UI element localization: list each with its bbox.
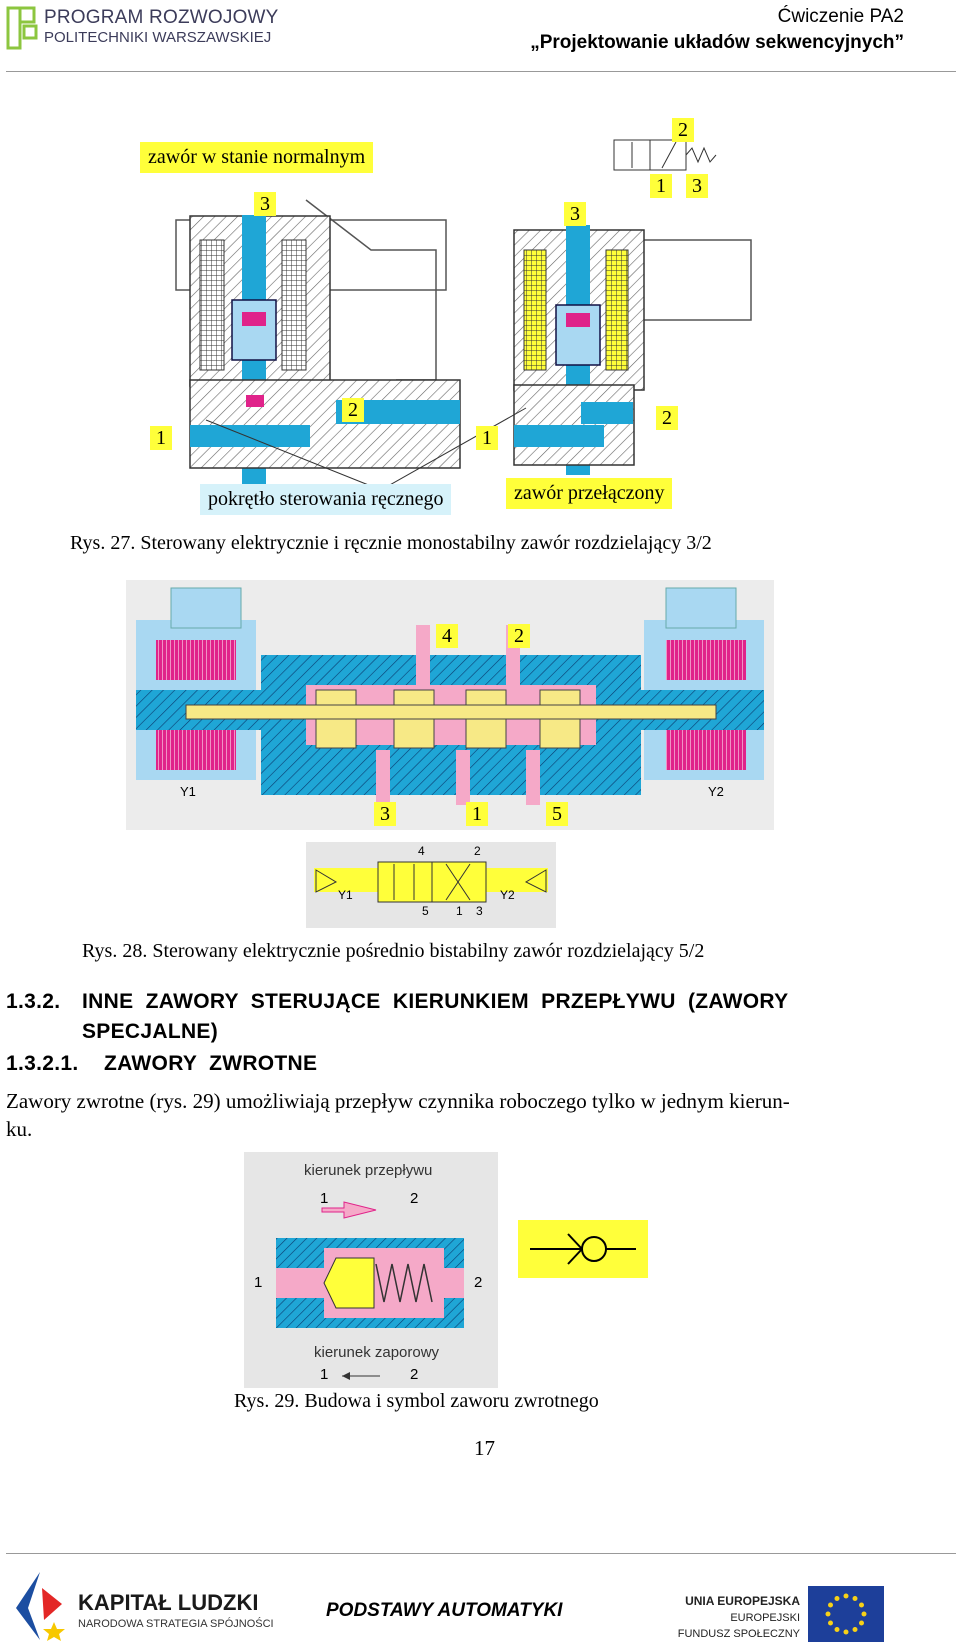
symbol-port-1b: 1 xyxy=(456,904,463,918)
port-1-right: 1 xyxy=(476,426,498,450)
page-number: 17 xyxy=(474,1436,495,1460)
port-5: 5 xyxy=(546,802,568,826)
label-manual-knob: pokrętło sterowania ręcznego xyxy=(200,484,452,515)
header-title: Ćwiczenie PA2 „Projektowanie układów sek… xyxy=(530,4,904,56)
valve-3-2-symbol xyxy=(613,139,717,171)
symbol-port-4: 4 xyxy=(418,844,425,858)
flow-direction-label: kierunek przepływu xyxy=(304,1162,433,1179)
kapital-ludzki-title: KAPITAŁ LUDZKI xyxy=(78,1590,259,1615)
label-switched-state: zawór przełączony xyxy=(506,478,673,509)
symbol-port-2b: 2 xyxy=(474,844,481,858)
footer-divider xyxy=(6,1553,956,1554)
section-heading-number: 1.3.2. xyxy=(6,990,61,1013)
port-2-check: 2 xyxy=(474,1274,483,1291)
body-paragraph-line1: Zawory zwrotne (rys. 29) umożliwiają prz… xyxy=(6,1089,790,1113)
kapital-ludzki-emblem-icon xyxy=(16,1572,65,1641)
eu-flag-icon xyxy=(808,1586,884,1642)
program-logo-text: PROGRAM ROZWOJOWY POLITECHNIKI WARSZAWSK… xyxy=(44,8,279,48)
port-1: 1 xyxy=(466,802,488,826)
valve-switched xyxy=(513,225,752,475)
eu-stars-icon xyxy=(825,1593,867,1635)
symbol-port-2: 2 xyxy=(672,118,694,142)
figure-29-construction: kierunek przepływu 1 2 1 2 kierunek zapo… xyxy=(244,1152,498,1388)
flow-to: 2 xyxy=(410,1190,419,1207)
valve-normal xyxy=(175,199,461,515)
program-logo xyxy=(6,4,256,56)
check-valve-drawing xyxy=(276,1201,464,1380)
coil-y1: Y1 xyxy=(180,784,196,799)
port-2-right: 2 xyxy=(656,406,678,430)
figure-27: zawór w stanie normalnym 3 2 1 3 2 1 2 1… xyxy=(136,80,766,530)
logo-line1: PROGRAM ROZWOJOWY xyxy=(44,7,279,28)
flow-from: 1 xyxy=(320,1190,329,1207)
caption-fig29: Rys. 29. Budowa i symbol zaworu zwrotneg… xyxy=(234,1390,599,1412)
solenoid-valve-5-2-drawing xyxy=(136,587,764,805)
figure-28: 4 2 3 1 5 Y1 Y2 xyxy=(126,580,774,830)
section-heading-line1: INNE ZAWORY STERUJĄCE KIERUNKIEM PRZEPŁY… xyxy=(82,990,789,1013)
subsection-number: 1.3.2.1. xyxy=(6,1052,79,1075)
port-3-right: 3 xyxy=(564,202,586,226)
symbol-port-1: 1 xyxy=(650,174,672,198)
valve-5-2-symbol-drawing xyxy=(314,861,548,903)
header-divider xyxy=(6,71,956,72)
check-valve-symbol xyxy=(518,1220,648,1278)
check-valve-symbol-drawing xyxy=(530,1233,636,1265)
eu-line1: UNIA EUROPEJSKA xyxy=(685,1594,800,1608)
eu-line2: EUROPEJSKI xyxy=(730,1612,800,1624)
port-1-left: 1 xyxy=(150,426,172,450)
subsection-title: ZAWORY ZWROTNE xyxy=(104,1052,318,1075)
symbol-port-3b: 3 xyxy=(476,904,483,918)
block-to: 2 xyxy=(410,1366,419,1383)
eu-line3: FUNDUSZ SPOŁECZNY xyxy=(677,1628,800,1640)
caption-fig27: Rys. 27. Sterowany elektrycznie i ręczni… xyxy=(70,532,712,554)
symbol-port-5: 5 xyxy=(422,904,429,918)
body-paragraph-line2: ku. xyxy=(6,1117,33,1141)
solenoid-valve-3-2-drawing xyxy=(175,139,752,515)
exercise-label: Ćwiczenie PA2 xyxy=(777,6,904,27)
section-heading-line2: SPECJALNE) xyxy=(82,1020,219,1043)
valve-5-2-symbol: 4 2 5 1 3 Y1 Y2 xyxy=(306,842,556,928)
block-from: 1 xyxy=(320,1366,329,1383)
kapital-ludzki-subtitle: NARODOWA STRATEGIA SPÓJNOŚCI xyxy=(78,1618,274,1630)
logo-line2: POLITECHNIKI WARSZAWSKIEJ xyxy=(44,29,272,46)
port-2: 2 xyxy=(508,624,530,648)
exercise-subtitle: „Projektowanie układów sekwencyjnych” xyxy=(530,32,904,53)
port-1-check: 1 xyxy=(254,1274,263,1291)
port-3: 3 xyxy=(374,802,396,826)
footer-course-title: PODSTAWY AUTOMATYKI xyxy=(326,1600,563,1621)
coil-y2: Y2 xyxy=(708,784,724,799)
port-4: 4 xyxy=(436,624,458,648)
kapital-ludzki-logo xyxy=(10,1568,70,1644)
blocking-direction-label: kierunek zaporowy xyxy=(314,1344,440,1361)
symbol-y1: Y1 xyxy=(338,888,353,902)
caption-fig28: Rys. 28. Sterowany elektrycznie pośredni… xyxy=(82,940,705,962)
port-3-left: 3 xyxy=(254,192,276,216)
label-normal-state: zawór w stanie normalnym xyxy=(140,142,374,173)
program-logo-icon xyxy=(6,6,38,50)
symbol-port-3: 3 xyxy=(686,174,708,198)
symbol-y2: Y2 xyxy=(500,888,515,902)
port-2-left: 2 xyxy=(342,398,364,422)
